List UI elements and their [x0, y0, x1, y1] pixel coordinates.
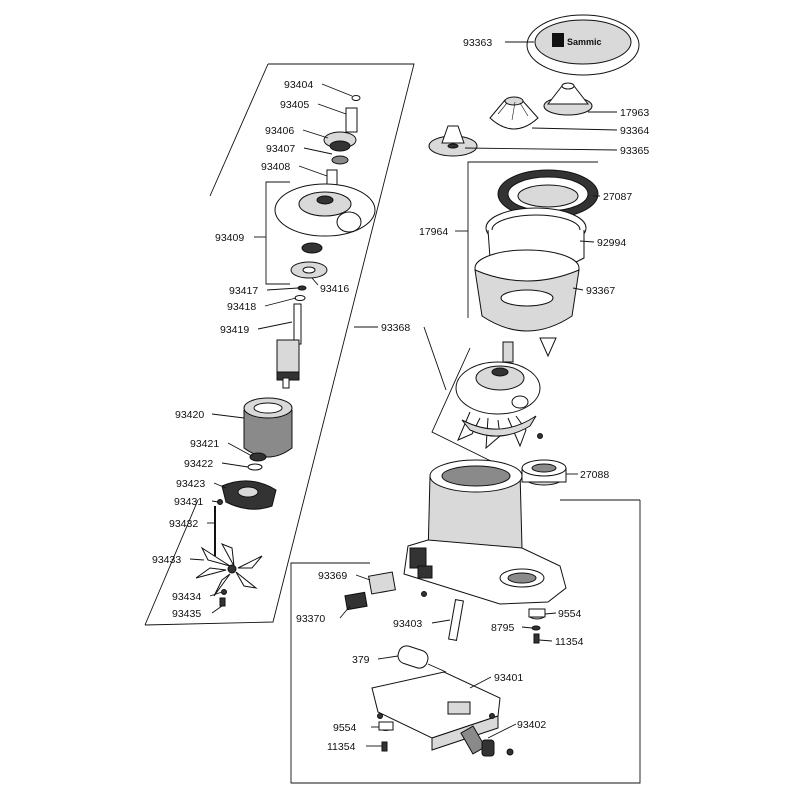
part-93417 [297, 285, 307, 291]
label-93404: 93404 [284, 79, 313, 91]
label-11354-bottom: 11354 [327, 741, 356, 753]
part-93405 [345, 107, 358, 133]
part-93403 [448, 599, 464, 641]
label-93434: 93434 [172, 591, 201, 603]
part-93404 [351, 95, 361, 101]
part-93421 [249, 452, 267, 462]
label-93417: 93417 [229, 285, 258, 297]
label-93369: 93369 [318, 570, 347, 582]
label-93432: 93432 [169, 518, 198, 530]
label-93365: 93365 [620, 145, 649, 157]
part-93418 [294, 295, 306, 301]
part-93416 [290, 261, 328, 279]
strainer-ring-part [497, 169, 599, 219]
part-93409 [274, 183, 376, 237]
electrical-parts [344, 571, 546, 757]
panel-screw-left [377, 713, 383, 719]
label-379: 379 [352, 654, 370, 666]
part-93433 [195, 543, 263, 597]
label-93420: 93420 [175, 409, 204, 421]
label-93421: 93421 [190, 438, 219, 450]
housing-part [403, 459, 567, 605]
motor-frame-bottom-diag [144, 499, 199, 626]
lid-part: Sammic [526, 14, 640, 76]
label-93416: 93416 [320, 283, 349, 295]
reamer-small-part [543, 82, 593, 116]
label-93433: 93433 [152, 554, 181, 566]
part-93423 [221, 480, 277, 510]
label-93423: 93423 [176, 478, 205, 490]
label-93408: 93408 [261, 161, 290, 173]
motor-frame-top-diag [209, 63, 269, 197]
label-93403: 93403 [393, 618, 422, 630]
label-92994: 92994 [597, 237, 626, 249]
part-93407 [329, 140, 351, 152]
part-9554a [528, 608, 546, 620]
bowl-spout [539, 337, 557, 358]
label-93409: 93409 [215, 232, 244, 244]
label-11354-top: 11354 [555, 636, 584, 648]
label-8795: 8795 [491, 622, 515, 634]
label-27088: 27088 [580, 469, 609, 481]
label-93407: 93407 [266, 143, 295, 155]
rotor-bracket [431, 347, 498, 465]
part-93402 [460, 725, 514, 757]
part-93419 [276, 303, 302, 389]
part-8795 [531, 625, 541, 631]
part-93401 [371, 671, 501, 751]
label-93401: 93401 [494, 672, 523, 684]
label-93431: 93431 [174, 496, 203, 508]
label-93419: 93419 [220, 324, 249, 336]
motor-parts [195, 95, 376, 607]
brand-logo-mark [552, 33, 564, 47]
part-labels: 93363 17963 93364 93365 27087 17964 9299… [152, 37, 649, 753]
bowl-bracket [467, 161, 598, 318]
reamer-cone-part [489, 96, 539, 130]
part-379 [397, 645, 447, 673]
part-93420 [243, 397, 293, 458]
label-93435: 93435 [172, 608, 201, 620]
part-11354a [533, 633, 540, 644]
label-93363: 93363 [463, 37, 492, 49]
part-11354b [381, 741, 388, 752]
label-17964: 17964 [419, 226, 448, 238]
bushing-part [521, 459, 567, 486]
leader-lines [189, 41, 618, 747]
part-93431 [217, 499, 223, 505]
label-93402: 93402 [517, 719, 546, 731]
label-93422: 93422 [184, 458, 213, 470]
part-93370 [344, 591, 368, 611]
bowl-part [474, 249, 580, 358]
part-93435 [219, 597, 226, 607]
label-9554-bottom: 9554 [333, 722, 357, 734]
label-93418: 93418 [227, 301, 256, 313]
part-9554b [378, 721, 394, 731]
brand-logo-text: Sammic [567, 37, 602, 47]
part-93369 [368, 571, 396, 595]
part-93434 [221, 589, 227, 595]
part-93422 [247, 463, 263, 471]
housing-screw [421, 591, 427, 597]
label-93368: 93368 [381, 322, 410, 334]
label-93367: 93367 [586, 285, 615, 297]
motor-assembly-frame [144, 63, 415, 626]
rotor-assembly-part [455, 341, 543, 450]
part-93407b [331, 155, 349, 165]
label-93370: 93370 [296, 613, 325, 625]
reamer-base-part [428, 125, 478, 157]
panel-screw-right [489, 713, 495, 719]
label-93406: 93406 [265, 125, 294, 137]
label-9554-top: 9554 [558, 608, 582, 620]
label-93405: 93405 [280, 99, 309, 111]
electrical-frame [290, 500, 641, 784]
label-93364: 93364 [620, 125, 649, 137]
part-93409-bearing [301, 242, 323, 254]
label-27087: 27087 [603, 191, 632, 203]
label-17963: 17963 [620, 107, 649, 119]
